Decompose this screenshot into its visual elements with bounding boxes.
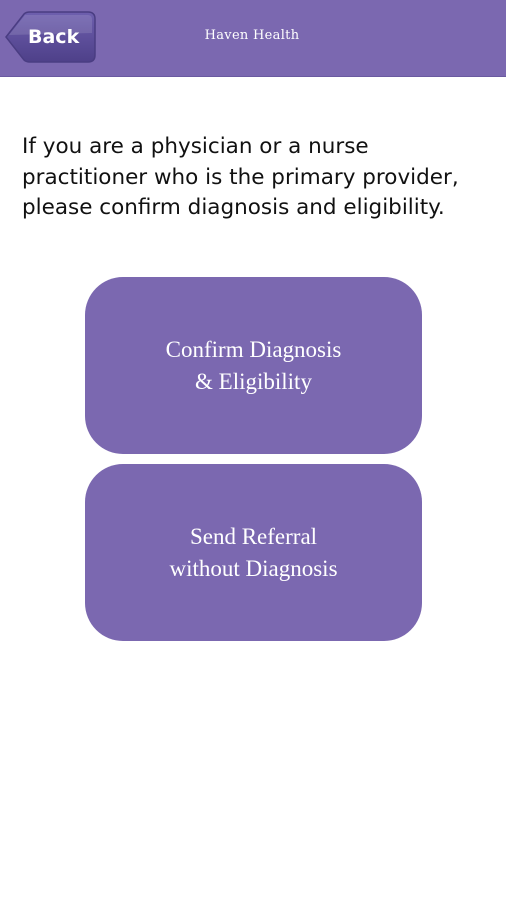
confirm-diagnosis-label: Confirm Diagnosis & Eligibility <box>166 334 342 398</box>
back-label: Back <box>28 26 80 48</box>
confirm-diagnosis-button[interactable]: Confirm Diagnosis & Eligibility <box>85 277 422 454</box>
back-button[interactable]: Back <box>4 11 96 63</box>
app-title: Haven Health <box>204 28 300 43</box>
send-referral-label: Send Referral without Diagnosis <box>169 521 337 585</box>
instruction-text: If you are a physician or a nurse practi… <box>22 134 459 220</box>
confirm-diagnosis-label-line1: Confirm Diagnosis <box>165 336 342 362</box>
send-referral-label-line1: Send Referral <box>189 523 318 549</box>
send-referral-button[interactable]: Send Referral without Diagnosis <box>85 464 422 641</box>
back-button-shape <box>5 11 96 63</box>
send-referral-label-line2: without Diagnosis <box>169 555 338 581</box>
header-bar: Back Haven Health <box>0 0 506 77</box>
confirm-diagnosis-label-line2: & Eligibility <box>195 368 312 394</box>
